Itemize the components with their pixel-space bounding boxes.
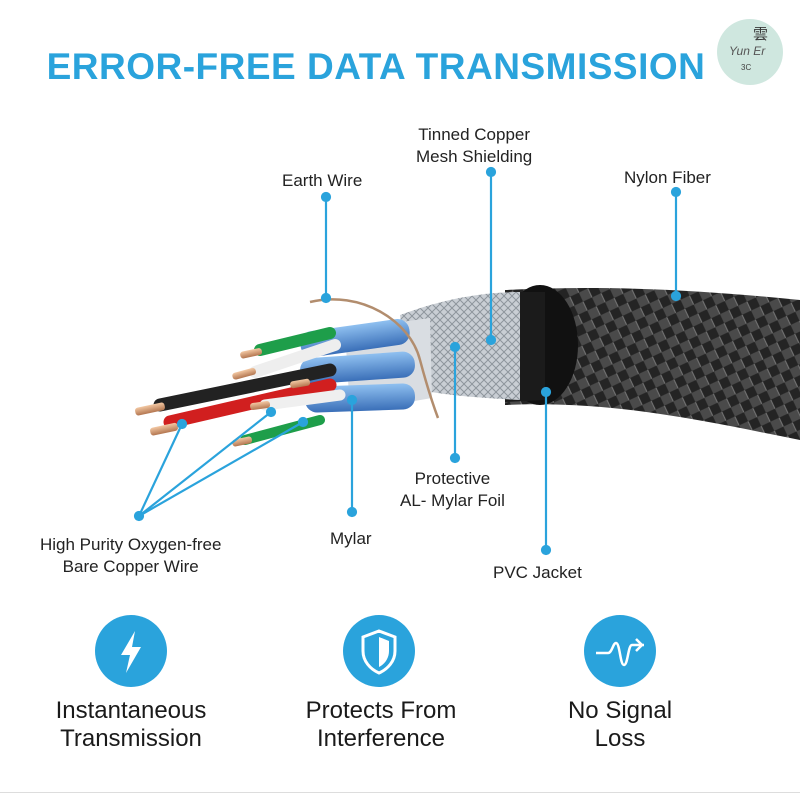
lightning-icon	[95, 615, 167, 687]
label-protective-line1: Protective	[414, 469, 491, 488]
earth-wire	[309, 298, 440, 419]
feature-3-line2: Loss	[594, 725, 646, 752]
label-copper-wire: High Purity Oxygen-free Bare Copper Wire	[40, 534, 221, 578]
label-tinned-copper: Tinned Copper Mesh Shielding	[416, 124, 532, 168]
feature-2-line2: Interference	[316, 725, 446, 752]
label-tinned-copper-line1: Tinned Copper	[418, 125, 531, 144]
brand-logo: 雲 Yun Er 3C	[717, 19, 783, 85]
label-protective-foil: Protective AL- Mylar Foil	[400, 468, 505, 512]
wire-red	[163, 378, 337, 429]
label-protective-line2: AL- Mylar Foil	[400, 491, 505, 510]
logo-sub: 3C	[741, 63, 752, 72]
feature-protects: Protects From Interference	[261, 697, 501, 753]
label-copper-line1: High Purity Oxygen-free	[40, 535, 222, 554]
page-title: ERROR-FREE DATA TRANSMISSION	[46, 46, 706, 87]
feature-no-signal-loss: No Signal Loss	[500, 697, 740, 753]
label-copper-line2: Bare Copper Wire	[62, 557, 199, 576]
feature-1-line2: Transmission	[60, 725, 202, 752]
wire-white-2	[259, 389, 346, 411]
label-pvc-jacket: PVC Jacket	[493, 563, 582, 582]
feature-instantaneous: Instantaneous Transmission	[11, 697, 251, 753]
nylon-braid	[505, 288, 800, 440]
shield-icon	[343, 615, 415, 687]
wire-black	[153, 363, 337, 412]
logo-char: 雲	[753, 25, 769, 43]
wire-green	[254, 327, 336, 356]
wire-white-1	[249, 339, 341, 378]
label-mylar: Mylar	[330, 529, 372, 548]
label-earth-wire: Earth Wire	[282, 171, 363, 190]
signal-wave-icon	[584, 615, 656, 687]
label-nylon-fiber: Nylon Fiber	[624, 168, 711, 187]
feature-2-line1: Protects From	[305, 697, 457, 724]
logo-script: Yun Er	[729, 44, 766, 58]
feature-3-line1: No Signal	[567, 697, 673, 724]
label-tinned-copper-line2: Mesh Shielding	[416, 147, 533, 166]
bottom-divider	[0, 792, 800, 793]
feature-1-line1: Instantaneous	[55, 697, 207, 724]
